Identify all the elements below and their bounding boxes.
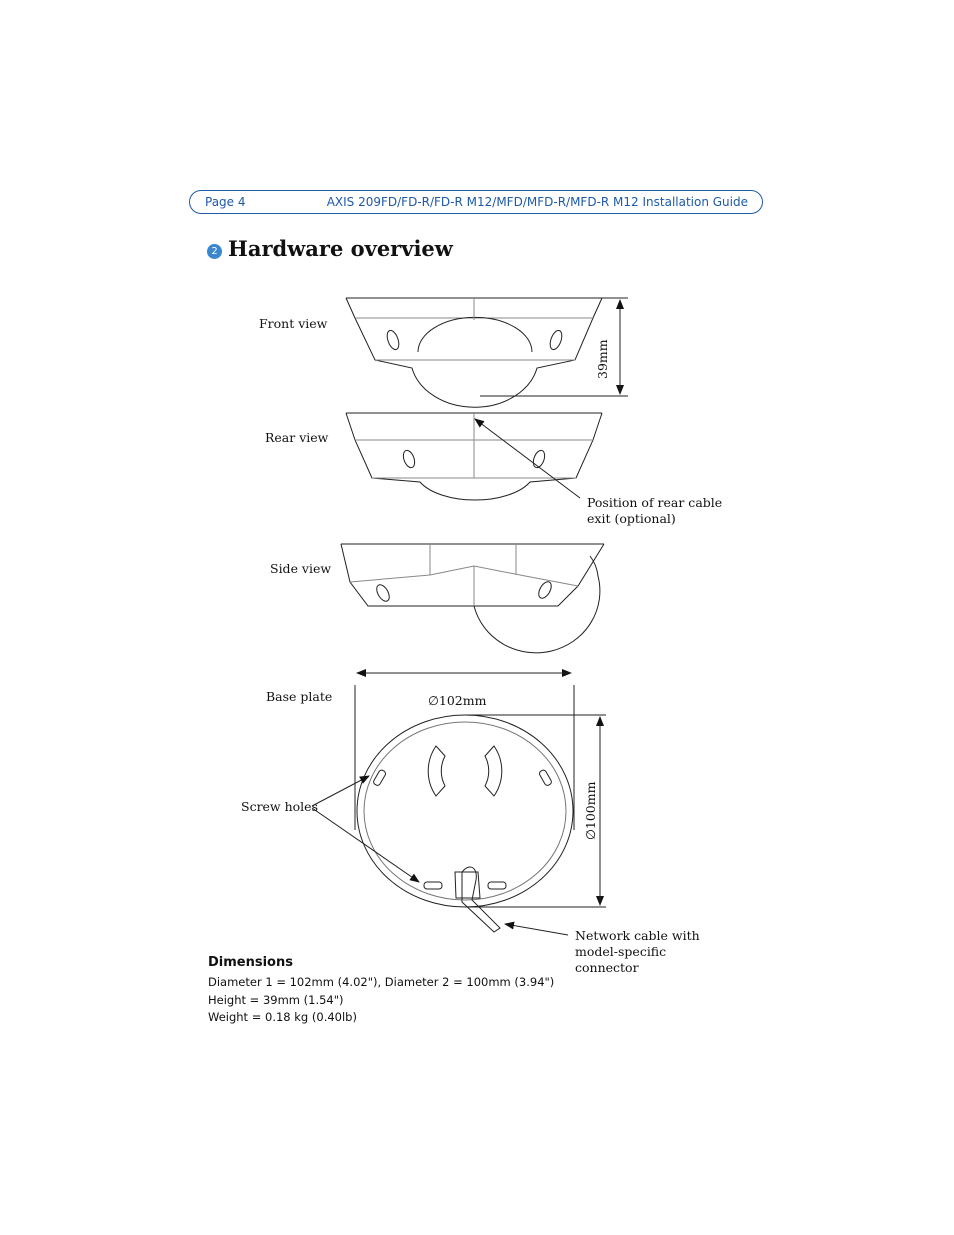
dimensions-height: Height = 39mm (1.54") bbox=[208, 992, 344, 1007]
page-number: Page 4 bbox=[205, 195, 246, 209]
rear-cable-callout: Position of rear cable exit (optional) bbox=[587, 495, 722, 527]
diameter2-dimension: ∅100mm bbox=[583, 781, 598, 840]
rear-cable-line2: exit (optional) bbox=[587, 511, 676, 526]
rear-view-drawing bbox=[345, 412, 603, 501]
side-view-drawing bbox=[340, 543, 605, 654]
network-cable-callout: Network cable with model-specific connec… bbox=[575, 928, 700, 976]
dimensions-diameter: Diameter 1 = 102mm (4.02"), Diameter 2 =… bbox=[208, 975, 555, 989]
network-cable-line3: connector bbox=[575, 960, 639, 975]
network-cable-line1: Network cable with bbox=[575, 928, 700, 943]
screw-holes-label: Screw holes bbox=[241, 799, 318, 814]
front-view-label: Front view bbox=[259, 316, 328, 331]
side-view-label: Side view bbox=[270, 561, 332, 576]
diameter1-dimension: ∅102mm bbox=[428, 693, 487, 708]
rear-view-label: Rear view bbox=[265, 430, 329, 445]
section-heading: 2 Hardware overview bbox=[207, 236, 453, 261]
section-number-badge: 2 bbox=[207, 244, 222, 259]
rear-cable-line1: Position of rear cable bbox=[587, 495, 723, 510]
network-cable-line2: model-specific bbox=[575, 944, 667, 959]
document-title: AXIS 209FD/FD-R/FD-R M12/MFD/MFD-R/MFD-R… bbox=[326, 195, 748, 209]
dimensions-heading: Dimensions bbox=[208, 955, 293, 970]
dimensions-list: Diameter 1 = 102mm (4.02"), Diameter 2 =… bbox=[208, 974, 554, 1027]
page-header: Page 4 AXIS 209FD/FD-R/FD-R M12/MFD/MFD-… bbox=[189, 190, 763, 214]
section-title: Hardware overview bbox=[228, 236, 453, 261]
front-view-drawing bbox=[345, 297, 628, 408]
dimensions-weight: Weight = 0.18 kg (0.40lb) bbox=[208, 1010, 357, 1024]
height-dimension: 39mm bbox=[595, 339, 610, 379]
base-plate-drawing bbox=[311, 669, 606, 936]
base-plate-label: Base plate bbox=[266, 689, 333, 704]
